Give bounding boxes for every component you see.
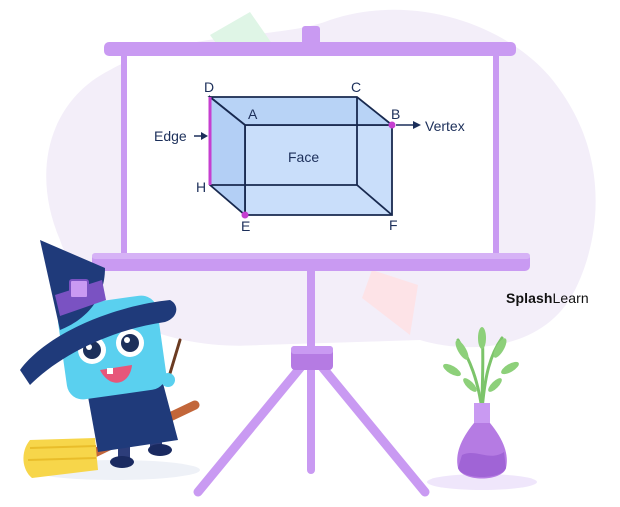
vertex-B-dot — [388, 121, 396, 129]
brand-part-2: Learn — [552, 290, 589, 306]
splashlearn-logo: SplashLearn — [506, 290, 589, 306]
label-A: A — [248, 106, 258, 122]
brand-part-1: Splash — [506, 290, 553, 306]
witch-mascot-illustration — [20, 240, 200, 480]
label-H: H — [196, 179, 206, 195]
label-D: D — [204, 79, 214, 95]
vase-plant-illustration — [427, 327, 537, 490]
vertex-E-dot — [241, 211, 249, 219]
face-front — [244, 124, 393, 216]
sticky-note-pink — [362, 270, 418, 335]
label-edge: Edge — [154, 128, 187, 144]
vertex-arrow — [413, 121, 421, 129]
label-F: F — [389, 217, 398, 233]
label-E: E — [241, 218, 250, 234]
rectangular-prism-diagram: D C A B H E F Face Edge Vertex — [154, 79, 465, 234]
easel-stand — [193, 268, 430, 497]
label-B: B — [391, 106, 400, 122]
label-C: C — [351, 79, 361, 95]
edge-arrow — [201, 132, 208, 140]
label-face: Face — [288, 149, 319, 165]
label-vertex: Vertex — [425, 118, 465, 134]
